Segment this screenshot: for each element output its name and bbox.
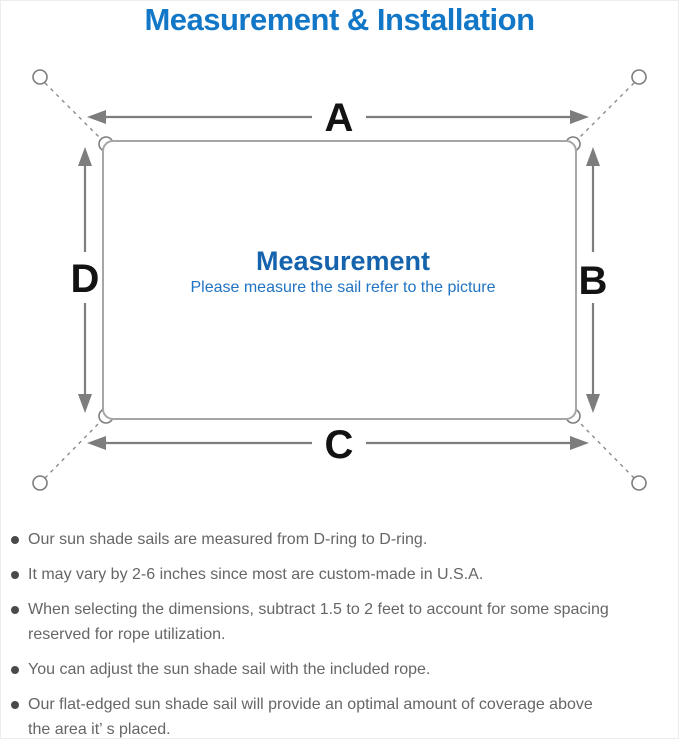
sail-outline (102, 140, 577, 420)
anchor-ring-bottom-left-icon (32, 475, 48, 491)
rope-dashed-line-top-left (44, 82, 105, 143)
list-item: You can adjust the sun shade sail with t… (11, 657, 673, 682)
dimension-arrow-a (87, 110, 589, 124)
anchor-ring-bottom-right-icon (631, 475, 647, 491)
bullet-dot-icon (11, 606, 19, 614)
bullet-dot-icon (11, 571, 19, 579)
note-text: When selecting the dimensions, subtract … (28, 601, 609, 643)
anchor-ring-top-right-icon (631, 69, 647, 85)
note-text: You can adjust the sun shade sail with t… (28, 661, 431, 678)
dimension-label-a: A (325, 96, 354, 140)
diagram-subtitle: Please measure the sail refer to the pic… (190, 279, 495, 296)
dimension-label-c: C (325, 423, 354, 467)
dimension-arrow-b (586, 147, 600, 413)
list-item: Our flat-edged sun shade sail will provi… (11, 692, 673, 739)
measurement-diagram: A B C D Measurement Please measure the s… (32, 69, 647, 491)
dimension-arrow-c (87, 436, 589, 450)
rope-dashed-line-top-right (574, 82, 635, 143)
dimension-label-b: B (579, 259, 608, 303)
list-item: It may vary by 2-6 inches since most are… (11, 562, 673, 587)
anchor-ring-top-left-icon (32, 69, 48, 85)
bullet-dot-icon (11, 536, 19, 544)
list-item: Our sun shade sails are measured from D-… (11, 527, 673, 552)
dimension-arrow-d (78, 147, 92, 413)
list-item: When selecting the dimensions, subtract … (11, 597, 673, 647)
note-text: Our sun shade sails are measured from D-… (28, 531, 428, 548)
rope-dashed-line-bottom-right (574, 417, 635, 479)
dimension-label-d: D (71, 257, 100, 301)
diagram-heading: Measurement (256, 246, 430, 276)
note-text: It may vary by 2-6 inches since most are… (28, 566, 484, 583)
page-title: Measurement & Installation (144, 2, 535, 37)
note-text: Our flat-edged sun shade sail will provi… (28, 696, 593, 738)
bullet-dot-icon (11, 701, 19, 709)
rope-dashed-line-bottom-left (44, 417, 105, 479)
notes-list: Our sun shade sails are measured from D-… (11, 527, 673, 739)
bullet-dot-icon (11, 666, 19, 674)
